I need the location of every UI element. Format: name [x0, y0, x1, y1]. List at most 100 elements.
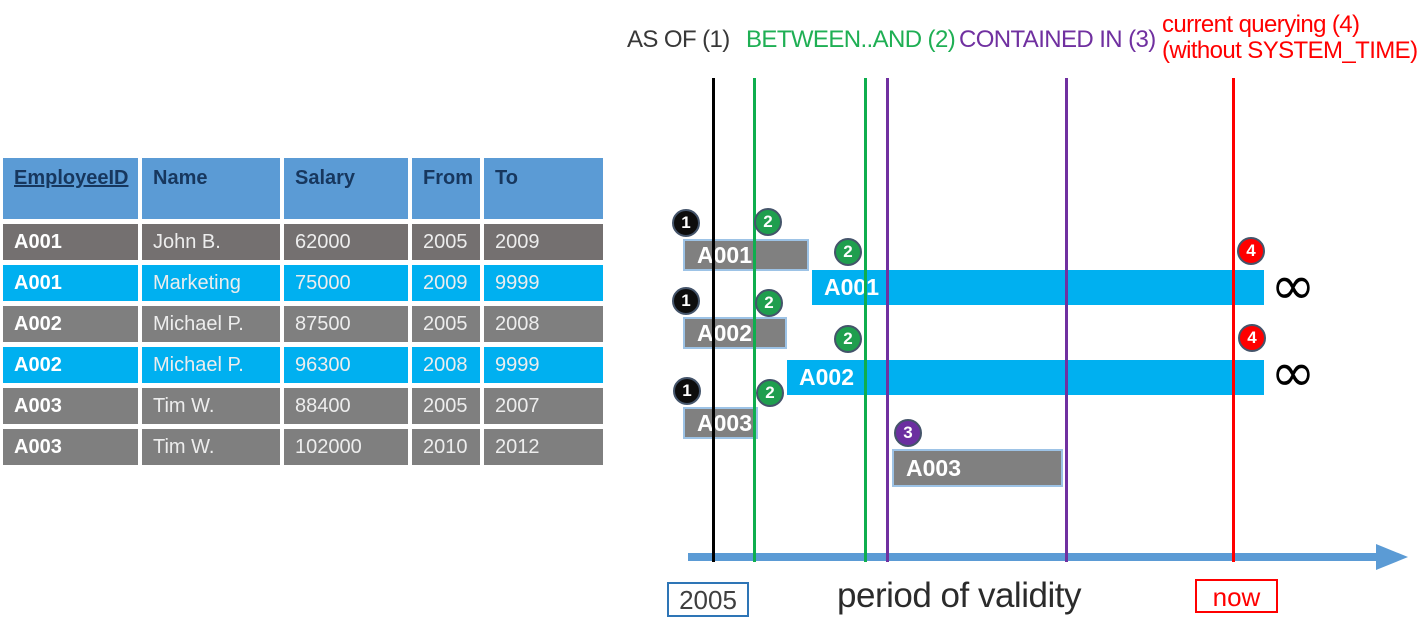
table-row-cell-group: 2010 [412, 429, 480, 465]
time-axis-line [688, 553, 1376, 561]
query-marker-1: 1 [673, 377, 701, 405]
query-marker-1: 1 [672, 287, 700, 315]
cell-name: Michael P. [142, 306, 280, 342]
cell-salary: 88400 [284, 388, 408, 424]
validity-bar-a003: A003 [683, 407, 758, 439]
cell-salary: 87500 [284, 306, 408, 342]
validity-bar-a003: A003 [892, 449, 1063, 487]
table-row-cell-group: Tim W. [142, 429, 280, 465]
cell-from: 2005 [412, 224, 480, 260]
axis-start-year-box: 2005 [667, 582, 749, 617]
cell-name: Tim W. [142, 429, 280, 465]
validity-bar-a002: A002 [787, 360, 1264, 395]
cell-salary: 75000 [284, 265, 408, 301]
cell-name: John B. [142, 224, 280, 260]
contained-start-line [886, 78, 889, 562]
table-row-cell-group: 9999 [484, 265, 603, 301]
table-row-cell-group: Tim W. [142, 388, 280, 424]
table-row-cell-group: 87500 [284, 306, 408, 342]
cell-name: Marketing [142, 265, 280, 301]
cell-from: 2010 [412, 429, 480, 465]
legend-current-querying-line2: (without SYSTEM_TIME) [1162, 37, 1418, 64]
query-marker-4: 4 [1238, 324, 1266, 352]
table-row-cell-group: 2005 [412, 224, 480, 260]
table-row-cell-group: 96300 [284, 347, 408, 383]
column-header-salary: Salary [284, 158, 408, 219]
cell-to: 2012 [484, 429, 603, 465]
query-marker-2: 2 [756, 379, 784, 407]
validity-bar-a001: A001 [683, 239, 809, 271]
validity-bar-a002: A002 [683, 317, 787, 349]
cell-id: A001 [3, 265, 138, 301]
as-of-line [712, 78, 715, 562]
bar-label: A003 [906, 455, 961, 481]
cell-id: A003 [3, 429, 138, 465]
cell-to: 9999 [484, 265, 603, 301]
contained-end-line [1065, 78, 1068, 562]
cell-salary: 62000 [284, 224, 408, 260]
axis-now-box: now [1195, 579, 1278, 613]
table-row-cell-group: A002 [3, 347, 138, 383]
column-header-name: Name [142, 158, 280, 219]
table-row-cell-group: Michael P. [142, 347, 280, 383]
table-row-cell-group: 88400 [284, 388, 408, 424]
table-row-cell-group: 62000 [284, 224, 408, 260]
query-marker-4: 4 [1237, 237, 1265, 265]
legend-contained-in: CONTAINED IN (3) [959, 26, 1156, 53]
infinity-icon: ∞ [1270, 341, 1316, 404]
query-marker-2: 2 [754, 208, 782, 236]
table-row-cell-group: A003 [3, 388, 138, 424]
query-marker-1: 1 [672, 209, 700, 237]
table-row-cell-group: 2008 [484, 306, 603, 342]
table-row-cell-group: 75000 [284, 265, 408, 301]
bar-label: A003 [697, 410, 752, 436]
cell-from: 2008 [412, 347, 480, 383]
cell-id: A003 [3, 388, 138, 424]
bar-label: A001 [824, 274, 879, 300]
table-row-cell-group: 102000 [284, 429, 408, 465]
query-marker-2: 2 [834, 325, 862, 353]
table-row-cell-group: A003 [3, 429, 138, 465]
cell-to: 2008 [484, 306, 603, 342]
column-header-to: To [484, 158, 603, 219]
table-row-cell-group: 2005 [412, 388, 480, 424]
legend-current-querying-line1: current querying (4) [1162, 11, 1360, 38]
table-row-cell-group: 2005 [412, 306, 480, 342]
time-axis-arrowhead-icon [1376, 544, 1408, 570]
cell-to: 2009 [484, 224, 603, 260]
legend-between-and: BETWEEN..AND (2) [746, 26, 956, 53]
cell-salary: 102000 [284, 429, 408, 465]
table-row-cell-group: 2009 [484, 224, 603, 260]
table-row-cell-group: 2008 [412, 347, 480, 383]
cell-id: A002 [3, 347, 138, 383]
cell-name: Michael P. [142, 347, 280, 383]
now-line [1232, 78, 1235, 562]
column-header-from: From [412, 158, 480, 219]
query-marker-2: 2 [834, 238, 862, 266]
axis-title: period of validity [837, 576, 1081, 615]
bar-label: A002 [799, 364, 854, 390]
table-row-cell-group: 9999 [484, 347, 603, 383]
table-row-cell-group: 2007 [484, 388, 603, 424]
query-marker-2: 2 [755, 289, 783, 317]
infinity-icon: ∞ [1270, 254, 1316, 317]
query-marker-3: 3 [894, 419, 922, 447]
column-header-employeeid: EmployeeID [3, 158, 138, 219]
cell-salary: 96300 [284, 347, 408, 383]
between-end-line [864, 78, 867, 562]
bar-label: A002 [697, 320, 752, 346]
cell-to: 2007 [484, 388, 603, 424]
table-row-cell-group: A001 [3, 265, 138, 301]
table-row-cell-group: A001 [3, 224, 138, 260]
table-row-cell-group: John B. [142, 224, 280, 260]
cell-to: 9999 [484, 347, 603, 383]
table-row-cell-group: 2009 [412, 265, 480, 301]
cell-from: 2009 [412, 265, 480, 301]
legend-as-of: AS OF (1) [627, 26, 730, 53]
cell-name: Tim W. [142, 388, 280, 424]
validity-bar-a001: A001 [812, 270, 1264, 305]
table-row-cell-group: Marketing [142, 265, 280, 301]
cell-from: 2005 [412, 388, 480, 424]
